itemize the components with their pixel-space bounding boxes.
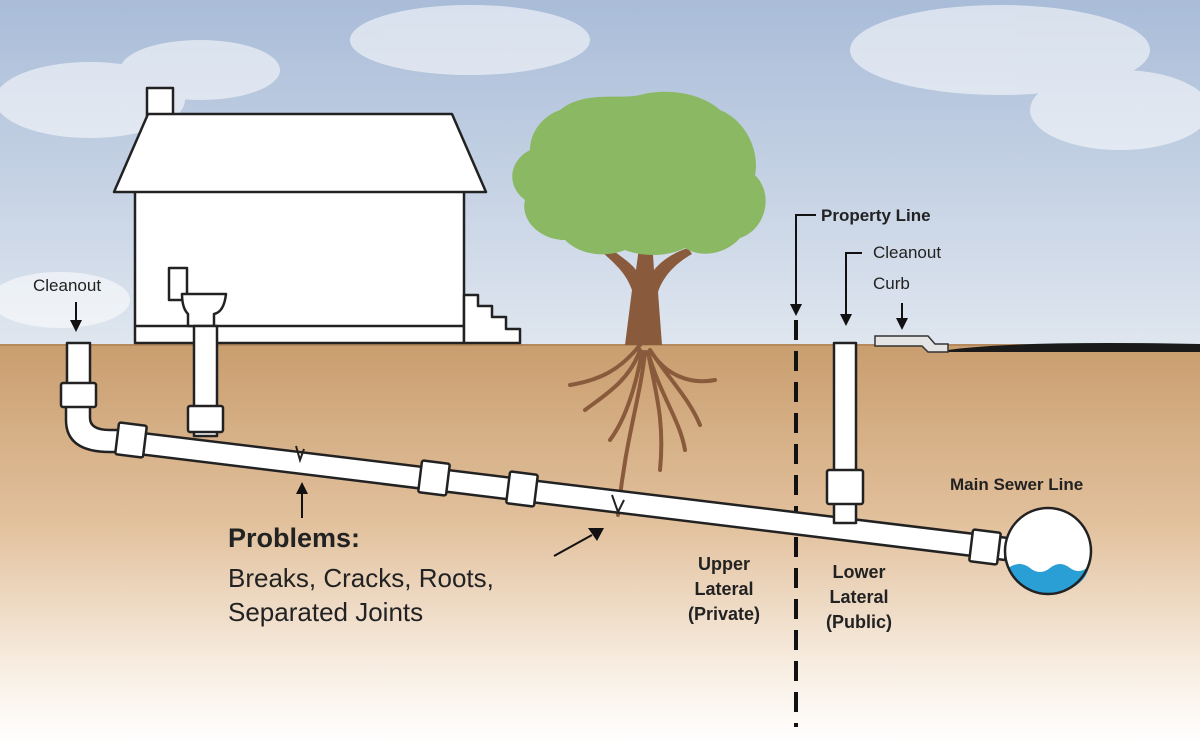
property-line-label: Property Line — [821, 206, 931, 225]
lower-lateral-label: Lower Lateral (Public) — [808, 560, 910, 635]
sewer-main-icon — [1003, 506, 1093, 596]
coupling — [417, 459, 451, 497]
lower-lateral-line-3: (Public) — [826, 612, 892, 632]
main-sewer-line-label: Main Sewer Line — [950, 475, 1084, 494]
problems-title: Problems: — [228, 523, 361, 553]
tree-roots — [568, 343, 717, 517]
problems-line-2: Separated Joints — [228, 597, 424, 627]
pipe-couplings — [114, 421, 1002, 566]
lower-lateral-line-1: Lower — [832, 562, 886, 582]
problems-line-1: Breaks, Cracks, Roots, — [228, 563, 494, 593]
pipe-root-intrusion — [611, 494, 625, 515]
cleanout-right-label: Cleanout — [873, 243, 942, 262]
cleanout-pipe-right — [825, 341, 865, 525]
pipe-crack — [295, 445, 305, 464]
tree-foliage — [512, 91, 766, 255]
upper-lateral-label: Upper Lateral (Private) — [668, 552, 780, 627]
upper-lateral-line-2: Lateral — [694, 579, 754, 599]
lower-lateral-line-2: Lateral — [829, 587, 889, 607]
cleanout-left-label: Cleanout — [33, 276, 102, 295]
curb-label: Curb — [873, 274, 910, 293]
house-icon — [112, 86, 522, 345]
upper-lateral-line-3: (Private) — [687, 604, 761, 624]
asphalt-road — [935, 343, 1200, 352]
callout-arrows — [70, 214, 908, 557]
coupling — [968, 528, 1002, 566]
coupling — [114, 421, 148, 459]
clouds — [0, 5, 1200, 328]
tree-trunk — [600, 240, 692, 345]
coupling — [505, 470, 539, 508]
toilet-icon — [167, 266, 228, 438]
cleanout-pipe-left — [59, 341, 124, 454]
tree-icon — [512, 91, 766, 517]
upper-lateral-line-1: Upper — [697, 554, 750, 574]
curb-icon — [874, 335, 949, 353]
